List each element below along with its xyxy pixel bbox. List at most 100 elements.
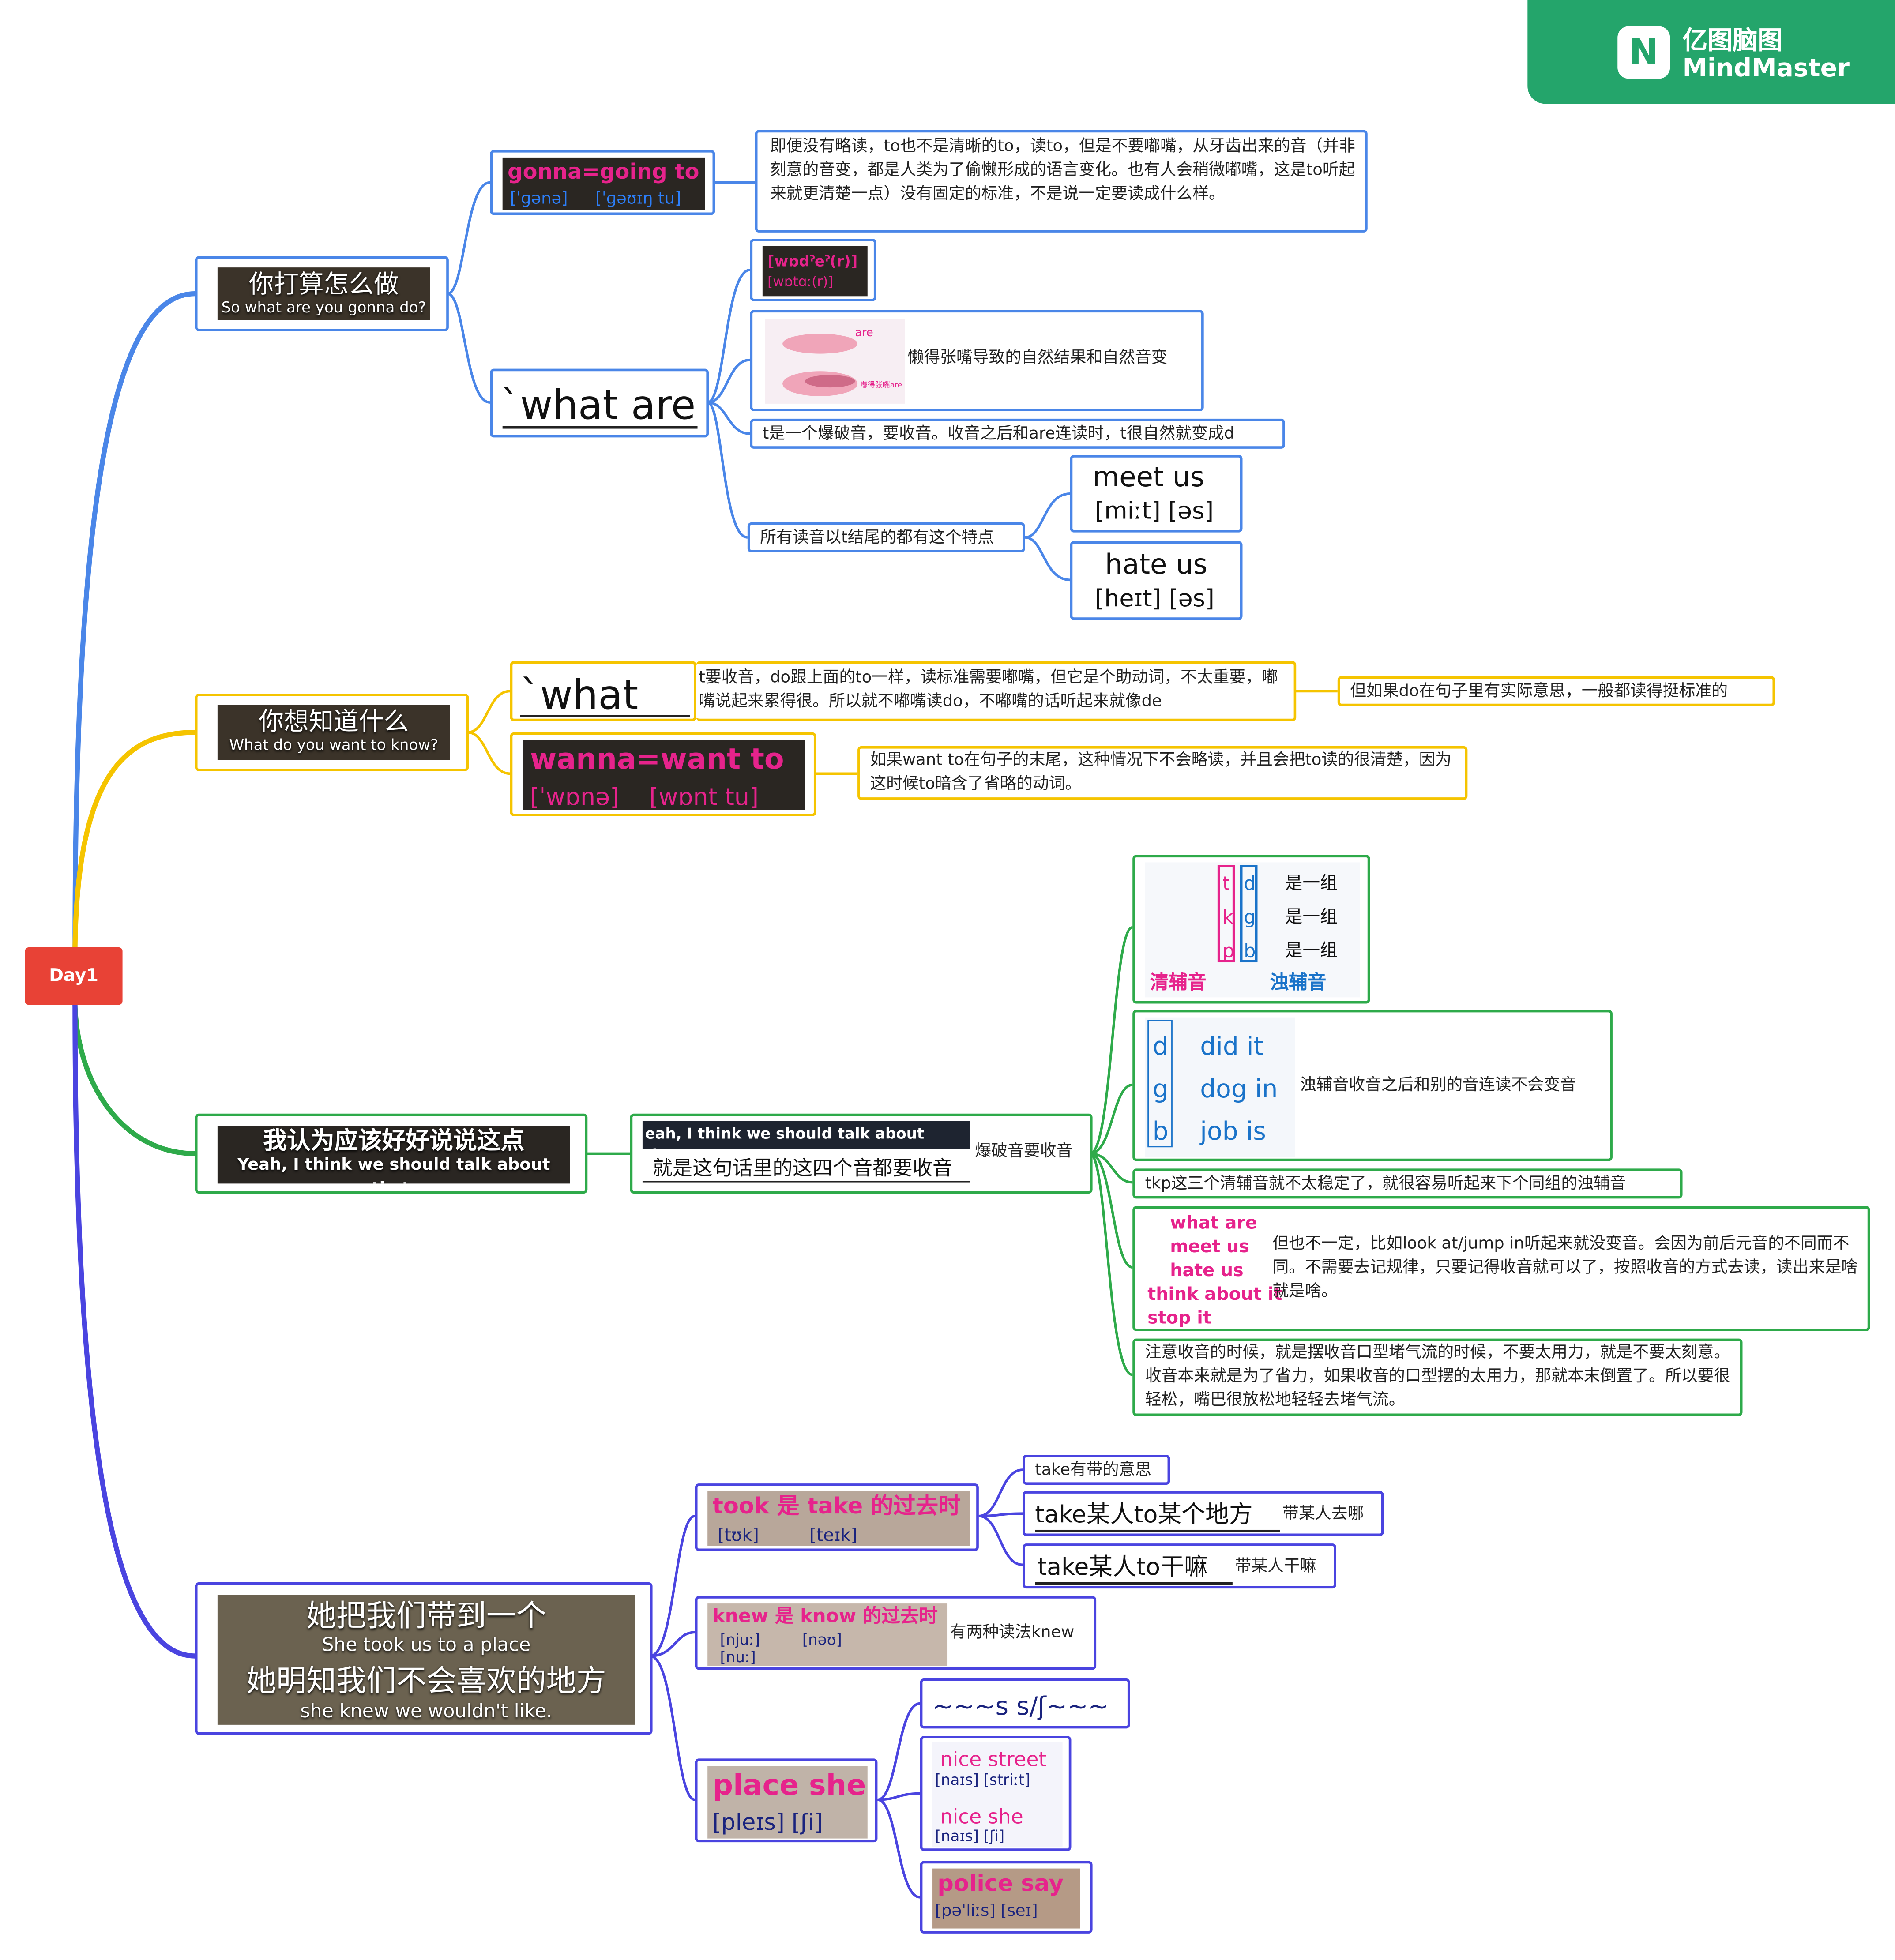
voiced-examples-chart: d g b did it dog in job is <box>1145 1017 1295 1157</box>
note-text: 所有读音以t结尾的都有这个特点 <box>760 529 994 548</box>
nice-examples-chart: nice street [naɪs] [striːt] nice she [na… <box>932 1742 1063 1847</box>
took-ipa: [tʊk] <box>717 1526 759 1546</box>
letter-g: g <box>1244 906 1256 929</box>
take-ipa: [teɪk] <box>809 1526 858 1546</box>
video-still-image: 她把我们带到一个 She took us to a place 她明知我们不会喜… <box>217 1595 635 1725</box>
node-wanna[interactable]: wanna=want to [ˈwɒnə] [wɒnt tu] <box>510 732 816 816</box>
consonant-chart: t k p d g b 是一组 是一组 是一组 清辅音 浊辅音 <box>1145 862 1360 998</box>
node-exceptions[interactable]: what are meet us hate us think about it … <box>1132 1206 1870 1331</box>
node-gonna[interactable]: gonna=going to [ˈɡənə] [ˈɡəʊɪŋ tu] <box>490 150 715 215</box>
letter-d: d <box>1244 872 1256 895</box>
example-meet-us: meet us <box>1170 1237 1249 1258</box>
took-title: took 是 take 的过去时 <box>712 1493 961 1520</box>
subtitle-zh: 你想知道什么 <box>259 706 409 736</box>
node-voiced-examples[interactable]: d g b did it dog in job is 浊辅音收音之后和别的音连读… <box>1132 1010 1613 1161</box>
video-still-image: police say [pəˈliːs] [seɪ] <box>932 1868 1080 1929</box>
example-list: what are meet us hate us think about it … <box>1143 1211 1282 1329</box>
video-still-image: knew 是 know 的过去时 [njuː] [nəʊ] [nuː] <box>707 1603 948 1666</box>
node-four-sounds[interactable]: eah, I think we should talk about that. … <box>630 1113 1093 1194</box>
know-ipa: [nəʊ] <box>802 1630 842 1648</box>
video-still-image: took 是 take 的过去时 [tʊk] [teɪk] <box>707 1491 970 1546</box>
node-police-say[interactable]: police say [pəˈliːs] [seɪ] <box>920 1861 1093 1934</box>
four-sounds-caption: 就是这句话里的这四个音都要收音 <box>652 1156 953 1180</box>
node-take-to-do[interactable]: take某人to干嘛 带某人干嘛 <box>1022 1543 1336 1589</box>
underline <box>1035 1582 1233 1585</box>
note-what-do[interactable]: t要收音，do跟上面的to一样，读标准需要嘟嘴，但它是个助动词，不太重要，嘟嘴说… <box>696 661 1297 721</box>
brand-name-zh: 亿图脑图 <box>1682 25 1783 55</box>
node-nice-examples[interactable]: nice street [naɪs] [striːt] nice she [na… <box>920 1736 1072 1851</box>
pair-labels: 是一组 是一组 是一组 <box>1285 867 1338 969</box>
want-to-ipa: [wɒnt tu] <box>649 784 759 810</box>
root-topic-day1[interactable]: Day1 <box>25 947 123 1005</box>
note-wanna[interactable]: 如果want to在句子的末尾，这种情况下不会略读，并且会把to读的很清楚，因为… <box>857 746 1468 800</box>
example-meet-us[interactable]: meet us [miːt] [əs] <box>1070 455 1243 533</box>
ipa-a: [wɒdˀeˀ(r)] <box>767 252 858 270</box>
note-t-plosive[interactable]: t是一个爆破音，要收音。收音之后和are连读时，t很自然就变成d <box>750 418 1285 449</box>
node-took[interactable]: took 是 take 的过去时 [tʊk] [teɪk] <box>695 1483 979 1551</box>
voiced-box <box>1240 865 1258 963</box>
pair-label: 是一组 <box>1285 907 1338 927</box>
mouth-shape-image: are 嘟得张嘴are <box>765 319 905 404</box>
note-gonna[interactable]: 即便没有略读，to也不是清晰的to，读to，但是不要嘟嘴，从牙齿出来的音（并非刻… <box>755 130 1368 233</box>
letter-g: g <box>1152 1074 1169 1104</box>
node-mouth-diagram[interactable]: are 嘟得张嘴are 懒得张嘴导致的自然结果和自然音变 <box>750 310 1204 411</box>
job-is: job is <box>1200 1116 1266 1146</box>
take-to-place-note: 带某人去哪 <box>1282 1505 1364 1524</box>
note-text: tkp这三个清辅音就不太稳定了，就很容易听起来下个同组的浊辅音 <box>1145 1175 1626 1194</box>
ipa-b: [wɒtɑː(r)] <box>767 274 834 291</box>
subtitle-zh-1: 她把我们带到一个 <box>306 1598 546 1634</box>
node-what-are[interactable]: `what are <box>490 368 709 438</box>
letter-b: b <box>1244 940 1256 963</box>
mouth-label: are <box>855 327 873 340</box>
node-place-she[interactable]: place she [pleɪs] [ʃi] <box>695 1758 878 1843</box>
video-still-image: 你打算怎么做 So what are you gonna do? <box>217 267 430 320</box>
meet-us-ipa: [miːt] [əs] <box>1095 497 1214 525</box>
knew-ipa-1: [njuː] <box>720 1630 760 1648</box>
police-say-title: police say <box>937 1871 1064 1897</box>
subtitle-zh: 我认为应该好好说说这点 <box>263 1127 525 1155</box>
lazy-note: 懒得张嘴导致的自然结果和自然音变 <box>907 349 1168 368</box>
nice-street-label: nice street <box>940 1747 1047 1771</box>
note-do-meaning[interactable]: 但如果do在句子里有实际意思，一般都读得挺标准的 <box>1337 676 1775 706</box>
subtitle-zh: 你打算怎么做 <box>248 268 399 299</box>
node-what-do[interactable]: `what do <box>510 661 696 777</box>
letter-b: b <box>1152 1116 1169 1146</box>
node-what-are-ipa[interactable]: [wɒdˀeˀ(r)] [wɒtɑː(r)] <box>750 239 876 301</box>
place-she-ipa: [pleɪs] [ʃi] <box>712 1810 823 1836</box>
take-to-do-note: 带某人干嘛 <box>1235 1557 1316 1576</box>
voiced-letters: d g b <box>1153 1025 1169 1153</box>
gonna-ipa: [ˈɡənə] <box>510 189 568 209</box>
topic-talk-about-that[interactable]: 我认为应该好好说说这点 Yeah, I think we should talk… <box>195 1113 588 1194</box>
note-text: t是一个爆破音，要收音。收音之后和are连读时，t很自然就变成d <box>762 425 1235 444</box>
voiceless-label: 清辅音 <box>1150 971 1207 994</box>
wanna-title: wanna=want to <box>530 743 784 776</box>
note-all-t-ending[interactable]: 所有读音以t结尾的都有这个特点 <box>747 522 1025 552</box>
note-tkp-unstable[interactable]: tkp这三个清辅音就不太稳定了，就很容易听起来下个同组的浊辅音 <box>1132 1168 1683 1199</box>
example-hate-us[interactable]: hate us [heɪt] [əs] <box>1070 541 1243 620</box>
subtitle-en: Yeah, I think we should talk about that. <box>237 1156 550 1184</box>
voiceless-box <box>1217 865 1235 963</box>
note-relax[interactable]: 注意收音的时候，就是摆收音口型堵气流的时候，不要太用力，就是不要太刻意。收音本来… <box>1132 1338 1743 1416</box>
underline <box>502 426 698 429</box>
voiced-letters: d g b <box>1244 867 1256 969</box>
pair-label: 是一组 <box>1285 873 1338 894</box>
node-s-sh-linking[interactable]: ~~~s s/ʃ~~~ <box>920 1678 1130 1729</box>
s-sh-label: ~~~s s/ʃ~~~ <box>932 1691 1109 1721</box>
mouth-illustration <box>782 334 858 396</box>
note-text: 如果want to在句子的末尾，这种情况下不会略读，并且会把to读的很清楚，因为… <box>870 751 1452 794</box>
dog-in: dog in <box>1200 1074 1278 1104</box>
hate-us-label: hate us <box>1105 550 1208 582</box>
letter-k: k <box>1222 906 1233 929</box>
nice-she-ipa: [naɪs] [ʃi] <box>935 1827 1005 1845</box>
note-take-meaning[interactable]: take有带的意思 <box>1022 1455 1170 1485</box>
topic-so-what-are-you-gonna-do[interactable]: 你打算怎么做 So what are you gonna do? <box>195 256 449 331</box>
node-consonant-pairs[interactable]: t k p d g b 是一组 是一组 是一组 清辅音 浊辅音 <box>1132 855 1370 1004</box>
topic-what-do-you-want-to-know[interactable]: 你想知道什么 What do you want to know? <box>195 694 469 771</box>
node-knew[interactable]: knew 是 know 的过去时 [njuː] [nəʊ] [nuː] 有两种读… <box>695 1596 1097 1670</box>
subtitle-en-2: she knew we wouldn't like. <box>300 1699 553 1722</box>
node-take-to-place[interactable]: take某人to某个地方 带某人去哪 <box>1022 1491 1384 1536</box>
hate-us-ipa: [heɪt] [əs] <box>1095 585 1214 612</box>
topic-she-took-us-to-a-place[interactable]: 她把我们带到一个 She took us to a place 她明知我们不会喜… <box>195 1582 653 1735</box>
voiced-letter-box <box>1147 1020 1173 1148</box>
